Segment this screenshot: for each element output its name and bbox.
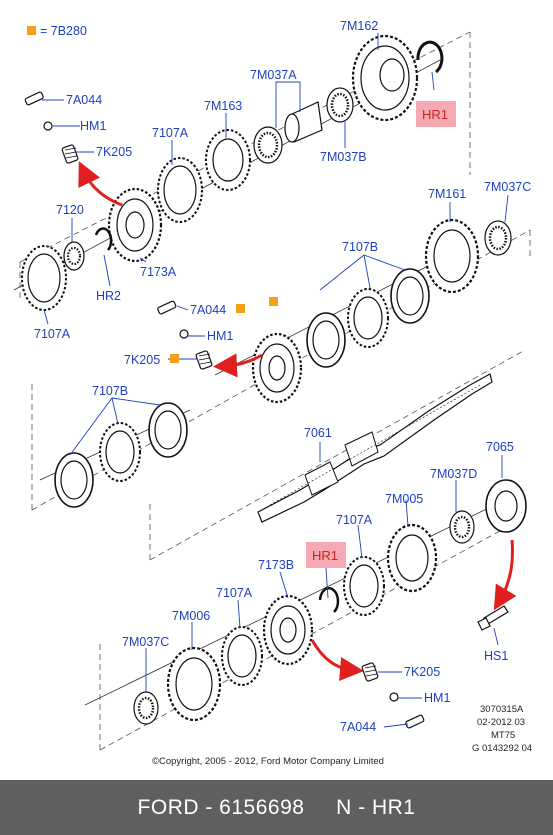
label-7107A-top: 7107A — [152, 126, 189, 140]
label-7107B-mid: 7107B — [342, 240, 378, 254]
label-7A044-top: 7A044 — [66, 93, 102, 107]
gear-7M005 — [386, 523, 438, 593]
key-7A044-mid — [157, 300, 177, 315]
needle-bearing-7M037A — [253, 126, 283, 164]
leader-lines — [42, 33, 509, 728]
label-7M037D: 7M037D — [430, 467, 477, 481]
meta-line-3: MT75 — [491, 730, 515, 741]
label-7107B-left: 7107B — [92, 384, 128, 398]
spring-7K205-mid — [195, 350, 213, 370]
label-7120: 7120 — [56, 203, 84, 217]
label-7K205-top: 7K205 — [96, 145, 132, 159]
label-7M162: 7M162 — [340, 19, 378, 33]
footer-bar: FORD - 6156698 N - HR1 — [0, 780, 553, 835]
synchro-hub-7173A — [107, 187, 163, 263]
synchro-ring-7107A-left — [21, 245, 67, 311]
label-HR2: HR2 — [96, 289, 121, 303]
arrow-top — [78, 161, 123, 207]
label-7061: 7061 — [304, 426, 332, 440]
arrow-mid — [213, 353, 263, 378]
label-7173A: 7173A — [140, 265, 177, 279]
circlip-HR2 — [94, 227, 113, 251]
synchro-ring-7107B-left-2 — [99, 422, 141, 482]
copyright: ©Copyright, 2005 - 2012, Ford Motor Comp… — [152, 756, 384, 767]
label-7107A-bottom: 7107A — [216, 586, 253, 600]
synchro-ring-7M163 — [205, 129, 251, 191]
circlip-HR1-low — [318, 587, 340, 613]
orange-markers — [27, 26, 278, 363]
synchro-ring-7107A-bottom — [221, 626, 263, 686]
meta-line-1: 3070315A — [480, 704, 524, 715]
label-7M037A: 7M037A — [250, 68, 297, 82]
gear-7M006 — [166, 646, 222, 722]
synchro-ring-7107B-mid-1 — [390, 268, 430, 324]
label-7107A-left: 7107A — [34, 327, 71, 341]
bearing-7120 — [63, 241, 85, 271]
synchro-ring-7107B-left-3 — [54, 452, 94, 508]
label-HM1-top: HM1 — [80, 119, 106, 133]
synchro-ring-7107A-top — [157, 157, 203, 223]
key-7A044-bottom — [405, 714, 425, 729]
label-7A044-bottom: 7A044 — [340, 720, 376, 734]
arrow-bottom — [310, 639, 364, 681]
ball-bearing-7065 — [485, 479, 527, 533]
gear-7M161 — [424, 218, 480, 294]
footer-text: FORD - 6156698 N - HR1 — [137, 795, 416, 819]
circlip-HR1-top — [416, 40, 444, 74]
hr1-highlight-top — [416, 101, 456, 127]
label-7K205-bottom: 7K205 — [404, 665, 440, 679]
label-7065: 7065 — [486, 440, 514, 454]
label-7M005: 7M005 — [385, 492, 423, 506]
label-7M006: 7M006 — [172, 609, 210, 623]
needle-bearing-7M037C-top — [484, 220, 512, 256]
label-HR1-top: HR1 — [422, 107, 448, 122]
label-7M037C-top: 7M037C — [484, 180, 531, 194]
legend-marker — [27, 26, 36, 35]
main-shaft-7061 — [257, 373, 493, 523]
sleeve-7M037A — [284, 101, 323, 143]
needle-bearing-7M037D — [449, 510, 475, 544]
exploded-parts-diagram: = 7B280 7M162 7M037A 7M163 7A044 HM1 7K2… — [13, 19, 532, 767]
label-HM1-mid: HM1 — [207, 329, 233, 343]
label-7M037B: 7M037B — [320, 150, 367, 164]
label-7M163: 7M163 — [204, 99, 242, 113]
ball-HM1-bottom — [389, 692, 399, 702]
ball-HM1-top — [43, 121, 53, 131]
meta-line-2: 02-2012 03 — [477, 717, 525, 728]
meta-line-4: G 0143292 04 — [472, 743, 532, 754]
label-7107A-low: 7107A — [336, 513, 373, 527]
synchro-hub-7173B — [262, 594, 314, 666]
label-HR1-low: HR1 — [312, 548, 338, 563]
label-HM1-bottom: HM1 — [424, 691, 450, 705]
bolt-HS1 — [477, 605, 509, 631]
spring-7K205-top — [61, 144, 79, 164]
key-7A044-top — [24, 91, 44, 106]
synchro-ring-7107B-left-1 — [148, 402, 188, 458]
synchro-ring-7107A-low — [343, 556, 385, 616]
label-7K205-mid: 7K205 — [124, 353, 160, 367]
spring-7K205-bottom — [361, 662, 379, 682]
legend-text: = 7B280 — [40, 24, 87, 38]
label-7M161: 7M161 — [428, 187, 466, 201]
arrow-right — [493, 539, 517, 611]
synchro-ring-7107B-mid-2 — [347, 288, 389, 348]
needle-bearing-7M037B — [326, 87, 354, 123]
ball-HM1-mid — [179, 329, 189, 339]
synchro-hub-mid — [251, 332, 303, 404]
hr1-highlight-low — [306, 542, 346, 568]
label-7A044-mid: 7A044 — [190, 303, 226, 317]
needle-bearing-7M037C-bottom — [133, 691, 159, 725]
synchro-ring-7107B-mid-3 — [306, 312, 346, 368]
label-7M037C-bottom: 7M037C — [122, 635, 169, 649]
label-HS1: HS1 — [484, 649, 508, 663]
gear-7M162 — [351, 34, 419, 122]
label-7173B: 7173B — [258, 558, 294, 572]
